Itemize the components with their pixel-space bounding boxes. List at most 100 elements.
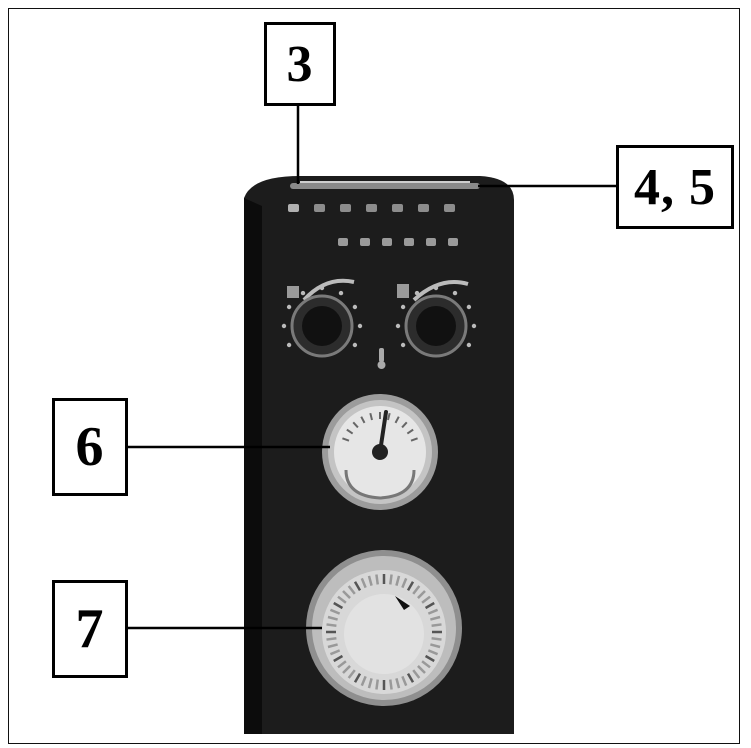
knob-scale-dot <box>452 290 458 296</box>
timer-segment <box>333 601 344 610</box>
timer-segment <box>406 581 415 592</box>
timer-segment <box>417 665 426 674</box>
indicator-light <box>448 238 458 246</box>
timer-segment <box>431 623 442 627</box>
timer-inner-face <box>344 594 424 674</box>
timer-segment <box>412 669 421 679</box>
timer-segment <box>424 654 435 663</box>
timer-segment <box>395 678 401 689</box>
timer-segment <box>417 590 426 599</box>
knob-scale-dot <box>466 304 472 310</box>
timer-segment <box>395 575 401 586</box>
panel-top-rim-highlight <box>300 181 470 183</box>
indicator-light <box>360 238 370 246</box>
right-knob-scale <box>395 285 477 348</box>
timer-segment-ring <box>326 574 442 690</box>
knob-scale-dot <box>352 342 358 348</box>
timer-segment <box>430 643 441 649</box>
callout-label-7: 7 <box>52 580 128 678</box>
timer-segment <box>401 675 408 687</box>
gauge-tick <box>387 412 391 421</box>
indicator-light <box>418 204 429 212</box>
timer-segment <box>427 608 439 615</box>
knob-scale-dot <box>357 323 363 329</box>
knob-scale-dot <box>352 304 358 310</box>
indicator-lights-row-2 <box>338 238 458 246</box>
indicator-light <box>426 238 436 246</box>
gauge-tick <box>352 421 359 429</box>
figure-frame <box>8 8 740 744</box>
knob-scale-dot <box>300 290 306 296</box>
thermometer-icon <box>377 348 386 369</box>
knob-scale-dot <box>414 290 420 296</box>
knob-scale-dot <box>395 323 401 329</box>
timer-segment <box>326 623 337 627</box>
knob-scale-dot <box>338 290 344 296</box>
left-knob-cap <box>302 306 342 346</box>
timer-segment <box>375 574 379 585</box>
left-knob-arc <box>302 278 355 302</box>
timer-segment <box>326 637 337 641</box>
indicator-light <box>366 204 377 212</box>
gauge-tick <box>394 416 400 424</box>
timer-segment <box>347 669 356 679</box>
timer-segment <box>327 643 338 649</box>
knob-scale-dot <box>466 342 472 348</box>
knob-scale-dot <box>400 342 406 348</box>
indicator-light <box>382 238 392 246</box>
gauge-tick <box>410 437 418 442</box>
knob-scale-dot <box>471 323 477 329</box>
timer-segment <box>353 672 362 683</box>
knob-scale-dot <box>433 285 439 291</box>
timer-segment <box>412 585 421 595</box>
panel-left-edge-shadow <box>244 198 262 734</box>
timer-segment <box>360 577 367 589</box>
gauge-needle-hub <box>372 444 388 460</box>
timer-segment <box>329 649 341 656</box>
gauge-tick <box>360 416 366 424</box>
callout-label-6: 6 <box>52 398 128 496</box>
timer-segment <box>421 595 431 604</box>
panel-top-rim <box>290 183 480 189</box>
timer-segment <box>327 615 338 621</box>
timer-segment <box>342 665 351 674</box>
callout-label-3: 3 <box>264 22 336 106</box>
indicator-lights-row-1 <box>288 204 455 212</box>
timer-segment <box>337 660 347 669</box>
timer-segment <box>406 672 415 683</box>
timer-segment <box>430 615 441 621</box>
pressure-gauge <box>322 394 438 510</box>
timer-segment <box>431 637 442 641</box>
timer-segment <box>421 660 431 669</box>
timer-segment <box>353 581 362 592</box>
knob-scale-dot <box>281 323 287 329</box>
gauge-tick <box>369 412 373 421</box>
gauge-scale-arc <box>344 469 416 500</box>
gauge-scale-ticks <box>342 412 418 442</box>
timer-segment <box>367 678 373 689</box>
timer-segment <box>424 601 435 610</box>
indicator-light <box>444 204 455 212</box>
right-knob-cap <box>416 306 456 346</box>
left-knob-scale <box>281 285 363 348</box>
timer-segment <box>337 595 347 604</box>
timer-segment <box>367 575 373 586</box>
knob-scale-dot <box>400 304 406 310</box>
left-knob-symbol <box>287 286 299 298</box>
timer-segment <box>342 590 351 599</box>
callout-label-4-5: 4, 5 <box>616 145 734 229</box>
gauge-tick <box>342 437 350 442</box>
gauge-tick <box>346 428 354 435</box>
timer-segment <box>329 608 341 615</box>
left-temperature-knob <box>281 278 363 358</box>
gauge-tick <box>401 421 408 429</box>
knob-scale-dot <box>286 304 292 310</box>
timer-segment <box>389 574 393 585</box>
knob-scale-dot <box>286 342 292 348</box>
right-temperature-knob <box>395 280 477 358</box>
right-knob-arc <box>412 280 469 302</box>
timer-segment <box>360 675 367 687</box>
right-knob-symbol <box>397 284 409 298</box>
